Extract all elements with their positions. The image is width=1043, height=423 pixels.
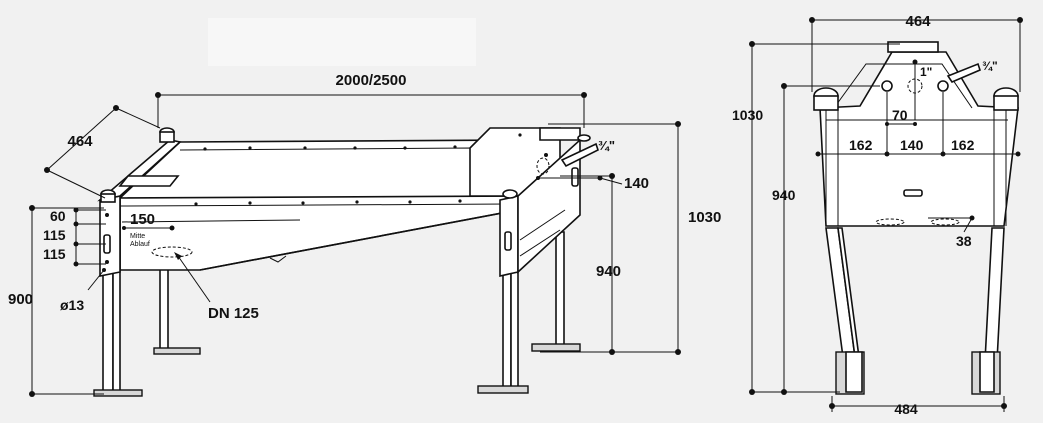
rail-holes xyxy=(194,133,522,206)
spacing-162-right-label: 162 xyxy=(951,137,975,153)
trough-body xyxy=(118,127,561,271)
side-height-940: 940 xyxy=(772,83,880,395)
hole-115b-label: 115 xyxy=(43,246,66,262)
side-spacing: 162 140 162 xyxy=(815,92,1021,157)
hole-60-label: 60 xyxy=(50,208,66,224)
height-total-label: 1030 xyxy=(688,209,721,226)
offset-150-label: 150 xyxy=(130,211,155,228)
right-end-frame xyxy=(499,127,591,277)
spacing-140-label: 140 xyxy=(900,137,924,153)
fittings-right: 140 ¾" xyxy=(536,138,649,192)
side-height-total: 1030 xyxy=(732,41,900,395)
hole-70-label: 70 xyxy=(892,107,908,123)
dimension-height-900: 900 xyxy=(8,205,104,397)
dimension-width-left: 464 xyxy=(44,105,161,199)
left-end-frame xyxy=(97,127,182,277)
side-fitting-label: ¾" xyxy=(982,59,998,73)
spacing-162-left-label: 162 xyxy=(849,137,873,153)
side-view: 464 1030 940 1" ¾" 70 xyxy=(732,13,1023,417)
height-940-label: 940 xyxy=(596,263,621,280)
height-900-label: 900 xyxy=(8,291,33,308)
mitte-label: Mitte xyxy=(130,233,145,240)
ablauf-label: Ablauf xyxy=(130,241,150,248)
fitting-label: ¾" xyxy=(598,138,615,153)
side-foot-width: 484 xyxy=(829,396,1007,417)
foot-484-label: 484 xyxy=(894,401,918,417)
hole-diameter-callout: ø13 xyxy=(60,268,106,313)
perspective-view: 2000/2500 464 1030 940 xyxy=(8,72,721,397)
length-label: 2000/2500 xyxy=(336,72,407,89)
dimension-150: 150 Mitte Ablauf xyxy=(122,211,175,248)
side-width-top: 464 xyxy=(809,13,1023,92)
side-width-label: 464 xyxy=(905,13,931,30)
side-940-label: 940 xyxy=(772,187,796,203)
drain-callout: DN 125 xyxy=(174,252,259,322)
fitting-1-label: 1" xyxy=(920,65,932,79)
slot-38-label: 38 xyxy=(956,233,972,249)
dimension-length: 2000/2500 xyxy=(155,72,587,128)
hole-115a-label: 115 xyxy=(43,227,66,243)
background-panel xyxy=(208,18,476,66)
pipe-140-label: 140 xyxy=(624,175,649,192)
drain-label: DN 125 xyxy=(208,305,259,322)
hole-dia-label: ø13 xyxy=(60,297,84,313)
hole-spacing: 60 115 115 xyxy=(43,207,106,267)
side-height-label: 1030 xyxy=(732,107,763,123)
width-left-label: 464 xyxy=(67,133,93,150)
dimension-height-940: 940 xyxy=(560,173,621,355)
